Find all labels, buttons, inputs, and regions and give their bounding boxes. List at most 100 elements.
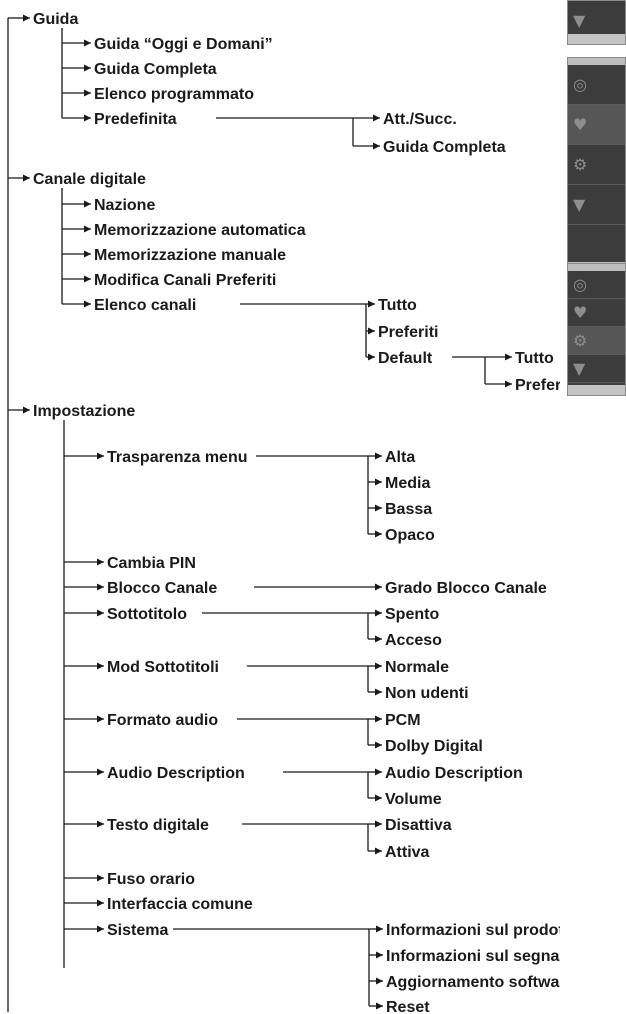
arrowhead	[376, 1002, 383, 1010]
arrowhead	[368, 300, 375, 308]
node-trasparenza-menu: Trasparenza menu	[107, 449, 248, 466]
thumbnail-footer	[568, 34, 625, 44]
node-elenco-programmato: Elenco programmato	[94, 86, 254, 103]
thumbnail-slot-selected: ⚙	[568, 327, 625, 355]
arrowhead	[373, 142, 380, 150]
arrowhead	[84, 250, 91, 258]
node-blocco-canale: Blocco Canale	[107, 580, 217, 597]
arrowhead	[505, 380, 512, 388]
arrowhead	[376, 925, 383, 933]
arrowhead	[97, 609, 104, 617]
arrowheads	[23, 14, 512, 1010]
arrowhead	[97, 558, 104, 566]
node-canale-digitale: Canale digitale	[33, 171, 146, 188]
node-media: Media	[385, 475, 430, 492]
node-interfaccia-comune: Interfaccia comune	[107, 896, 253, 913]
arrowhead	[23, 406, 30, 414]
arrowhead	[84, 200, 91, 208]
node-impostazione: Impostazione	[33, 403, 135, 420]
node-default: Default	[378, 350, 433, 367]
node-default-tutto: Tutto	[515, 350, 554, 367]
thumbnail-slot: ♥	[568, 299, 625, 327]
node-sistema: Sistema	[107, 922, 168, 939]
node-aggiornamento-software: Aggiornamento software	[386, 974, 560, 991]
gear-icon: ⚙	[573, 331, 588, 350]
connector-lines	[7, 17, 512, 1012]
arrowhead	[375, 609, 382, 617]
node-fuso-orario: Fuso orario	[107, 871, 195, 888]
arrowhead	[84, 39, 91, 47]
thumbnail-footer	[568, 385, 625, 395]
arrowhead	[97, 715, 104, 723]
arrowhead	[97, 452, 104, 460]
thumbnail-slot: ⚙	[568, 145, 625, 185]
node-modifica-canali-preferiti: Modifica Canali Preferiti	[94, 272, 276, 289]
arrowhead	[375, 583, 382, 591]
arrowhead	[97, 768, 104, 776]
shield-icon: ♥	[573, 115, 588, 134]
node-attiva: Attiva	[385, 844, 430, 861]
node-info-prodotto: Informazioni sul prodotto	[386, 922, 560, 939]
arrowhead	[375, 662, 382, 670]
arrowhead	[84, 64, 91, 72]
node-pcm: PCM	[385, 712, 421, 729]
arrowhead	[376, 977, 383, 985]
node-elenco-canali: Elenco canali	[94, 297, 196, 314]
signal-icon: ▼	[573, 195, 586, 214]
arrowhead	[375, 504, 382, 512]
node-normale: Normale	[385, 659, 449, 676]
node-disattiva: Disattiva	[385, 817, 452, 834]
node-opaco: Opaco	[385, 527, 435, 544]
node-mod-sottotitoli: Mod Sottotitoli	[107, 659, 219, 676]
thumbnail-header	[568, 58, 625, 65]
arrowhead	[84, 89, 91, 97]
node-audio-description: Audio Description	[107, 765, 245, 782]
arrowhead	[97, 925, 104, 933]
arrowhead	[97, 820, 104, 828]
arrowhead	[84, 275, 91, 283]
arrowhead	[84, 114, 91, 122]
node-cambia-pin: Cambia PIN	[107, 555, 196, 572]
arrowhead	[97, 899, 104, 907]
arrowhead	[376, 951, 383, 959]
node-predefinita: Predefinita	[94, 111, 177, 128]
node-acceso: Acceso	[385, 632, 442, 649]
arrowhead	[375, 794, 382, 802]
arrowhead	[375, 452, 382, 460]
node-grado-blocco-canale: Grado Blocco Canale	[385, 580, 547, 597]
node-ad-audio-description: Audio Description	[385, 765, 523, 782]
thumbnail-slot: ▼	[568, 355, 625, 383]
node-testo-digitale: Testo digitale	[107, 817, 209, 834]
node-preferiti: Preferiti	[378, 324, 438, 341]
node-att-succ: Att./Succ.	[383, 111, 457, 128]
node-guida-completa: Guida Completa	[94, 61, 217, 78]
arrowhead	[84, 225, 91, 233]
arrowhead	[375, 635, 382, 643]
arrowhead	[505, 353, 512, 361]
arrowhead	[368, 353, 375, 361]
arrowhead	[375, 820, 382, 828]
thumbnail-slot-selected: ♥	[568, 105, 625, 145]
node-alta: Alta	[385, 449, 415, 466]
node-nazione: Nazione	[94, 197, 155, 214]
arrowhead	[84, 300, 91, 308]
node-memorizzazione-automatica: Memorizzazione automatica	[94, 222, 306, 239]
node-non-udenti: Non udenti	[385, 685, 469, 702]
node-default-preferiti: Preferiti	[515, 377, 560, 394]
node-spento: Spento	[385, 606, 439, 623]
node-bassa: Bassa	[385, 501, 432, 518]
arrowhead	[375, 530, 382, 538]
node-sottotitolo: Sottotitolo	[107, 606, 187, 623]
node-dolby-digital: Dolby Digital	[385, 738, 483, 755]
signal-icon: ▼	[573, 359, 586, 378]
shield-icon: ♥	[573, 303, 588, 322]
arrowhead	[23, 14, 30, 22]
node-predefinita-guida-completa: Guida Completa	[383, 139, 506, 156]
node-ad-volume: Volume	[385, 791, 442, 808]
arrowhead	[368, 327, 375, 335]
node-reset: Reset	[386, 999, 430, 1014]
arrowhead	[375, 847, 382, 855]
arrowhead	[375, 478, 382, 486]
menu-screenshot-thumbnail-2: ◎ ♥ ⚙ ▼	[567, 57, 626, 273]
thumbnail-slot: ▼	[568, 185, 625, 225]
